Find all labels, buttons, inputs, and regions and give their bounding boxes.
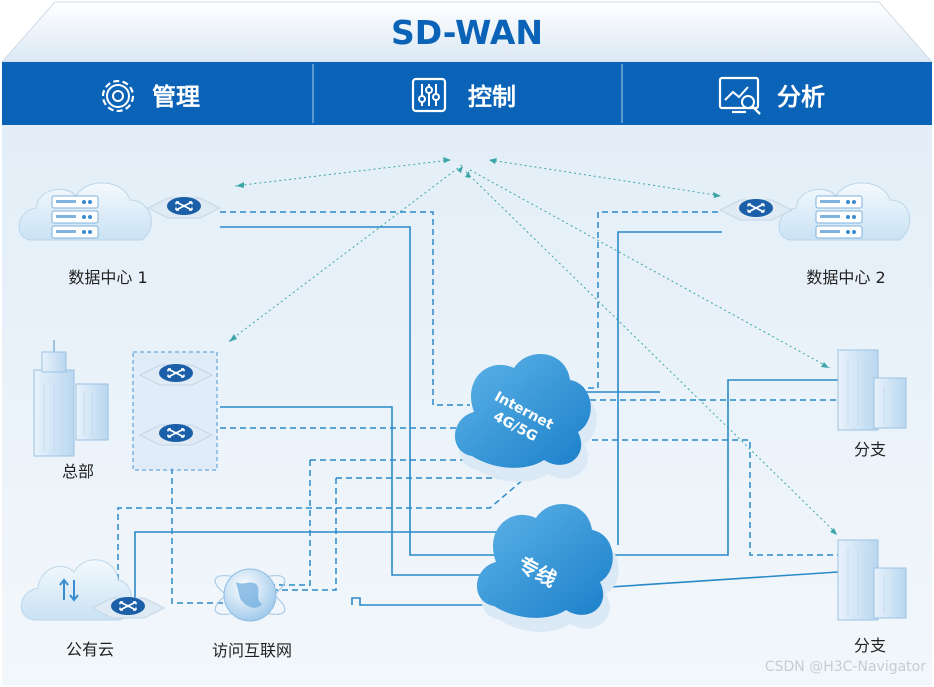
analytics-icon — [718, 76, 761, 115]
tab-analytics-label: 分析 — [777, 83, 825, 111]
datacenter-1: 数据中心 1 — [18, 182, 221, 287]
tab-analytics[interactable]: 分析 — [718, 76, 825, 115]
transfer-arrows-icon — [59, 578, 79, 602]
site-label-branch-2: 分支 — [854, 636, 886, 655]
tab-control-label: 控制 — [468, 83, 516, 111]
branch-2: 分支 — [837, 539, 907, 655]
skyscraper-icon — [33, 340, 109, 457]
internet-cloud: Internet 4G/5G — [454, 354, 597, 482]
datacenter-2: 数据中心 2 — [719, 182, 911, 287]
site-label-branch-1: 分支 — [854, 440, 886, 459]
sliders-icon — [411, 77, 447, 113]
site-label-internet-access: 访问互联网 — [212, 641, 292, 660]
site-label-dc1: 数据中心 1 — [68, 268, 147, 287]
tab-bar — [2, 62, 932, 125]
internet-access: 访问互联网 — [212, 568, 292, 660]
headquarters: 总部 — [33, 340, 218, 481]
site-label-public-cloud: 公有云 — [66, 640, 114, 659]
mpls-links — [134, 226, 839, 606]
site-label-dc2: 数据中心 2 — [806, 268, 885, 287]
office-building-icon — [837, 349, 907, 431]
office-building-icon — [837, 539, 907, 621]
watermark: CSDN @H3C-Navigator — [765, 659, 926, 675]
branch-1: 分支 — [837, 349, 907, 459]
server-rack-icon — [815, 195, 863, 239]
site-label-hq: 总部 — [62, 462, 94, 481]
gear-icon — [101, 79, 135, 113]
public-cloud: 公有云 — [20, 559, 165, 659]
control-arrowheads — [229, 157, 837, 535]
server-rack-icon — [51, 195, 99, 239]
tab-control[interactable]: 控制 — [411, 77, 516, 113]
control-channels — [227, 159, 839, 536]
globe-icon — [214, 568, 286, 622]
mpls-cloud: 专线 — [476, 504, 619, 632]
tab-management-label: 管理 — [152, 83, 200, 111]
page-title: SD-WAN — [391, 13, 543, 52]
tab-management[interactable]: 管理 — [101, 79, 200, 113]
